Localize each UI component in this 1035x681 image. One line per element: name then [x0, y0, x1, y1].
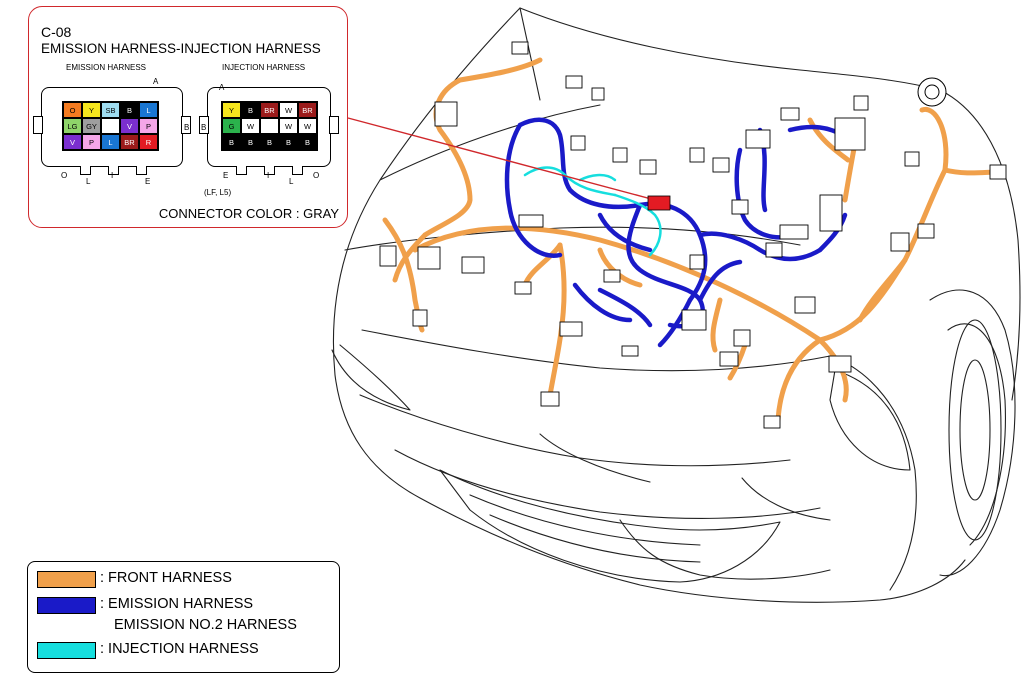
injection-pin: B	[260, 134, 279, 150]
emission-pin: L	[139, 102, 158, 118]
injection-pin: BR	[298, 102, 317, 118]
front-harness-swatch	[37, 571, 96, 588]
emission-mark-i: I	[111, 171, 114, 180]
injection-connector-right-latch	[329, 116, 339, 134]
emission-connector-foot	[80, 166, 91, 175]
emission-mark-a: A	[153, 77, 159, 86]
variant-note: (LF, L5)	[204, 188, 232, 197]
injection-pin: W	[298, 118, 317, 134]
emission-pin: BR	[120, 134, 139, 150]
injection-pin: B	[298, 134, 317, 150]
injection-pin: B	[241, 134, 260, 150]
injection-mark-l: L	[289, 177, 294, 186]
c08-connector-marker	[647, 195, 671, 211]
emission-pin: R	[139, 134, 158, 150]
emission-connector-left-latch	[33, 116, 43, 134]
emission-mark-l: L	[86, 177, 91, 186]
injection-pin: Y	[222, 102, 241, 118]
emission-connector-right-latch	[181, 116, 191, 134]
emission-mark-b: B	[184, 123, 190, 132]
connector-title: EMISSION HARNESS-INJECTION HARNESS	[41, 41, 321, 56]
injection-pin: W	[279, 102, 298, 118]
injection-pin: G	[222, 118, 241, 134]
emission-pin: V	[120, 118, 139, 134]
injection-mark-b: B	[201, 123, 207, 132]
injection-connector-foot	[236, 166, 247, 175]
emission-connector-foot	[136, 166, 147, 175]
injection-pin: B	[222, 134, 241, 150]
callout-leader-line	[347, 117, 656, 201]
emission-pin: GY	[82, 118, 101, 134]
injection-pin: W	[279, 118, 298, 134]
injection-pin: BR	[260, 102, 279, 118]
injection-pin: B	[241, 102, 260, 118]
grommet	[917, 77, 947, 107]
emission-harness-label: EMISSION HARNESS	[66, 63, 147, 72]
injection-connector-foot	[292, 166, 303, 175]
emission-pin: Y	[82, 102, 101, 118]
emission-harness-swatch	[37, 597, 96, 614]
connector-code: C-08	[41, 24, 72, 40]
emission-pin	[101, 118, 120, 134]
emission-pin: P	[139, 118, 158, 134]
emission-mark-o: O	[61, 171, 68, 180]
injection-connector-left-latch	[199, 116, 209, 134]
emission-pin: P	[82, 134, 101, 150]
injection-mark-a: A	[219, 83, 225, 92]
injection-harness-swatch	[37, 642, 96, 659]
emission-harness-legend-label: : EMISSION HARNESS	[100, 596, 254, 612]
front-harness-label: : FRONT HARNESS	[100, 570, 232, 586]
emission-pin: SB	[101, 102, 120, 118]
injection-connector-foot	[264, 166, 275, 175]
injection-pin	[260, 118, 279, 134]
connector-blocks	[379, 41, 1007, 429]
injection-mark-o: O	[313, 171, 320, 180]
injection-harness-wires	[523, 166, 662, 257]
emission-connector-foot	[108, 166, 119, 175]
emission-no2-harness-label: EMISSION NO.2 HARNESS	[114, 617, 297, 633]
harness-legend: : FRONT HARNESS : EMISSION HARNESS EMISS…	[27, 561, 340, 673]
connector-color-note: CONNECTOR COLOR : GRAY	[158, 206, 339, 221]
front-harness-wires	[382, 57, 1001, 423]
emission-mark-e: E	[145, 177, 151, 186]
injection-mark-e: E	[223, 171, 229, 180]
emission-pin: LG	[63, 118, 82, 134]
injection-mark-i: I	[267, 171, 270, 180]
emission-pin: O	[63, 102, 82, 118]
emission-pin: L	[101, 134, 120, 150]
injection-harness-legend-label: : INJECTION HARNESS	[100, 641, 259, 657]
car-outline	[331, 7, 1021, 603]
injection-harness-label: INJECTION HARNESS	[222, 63, 306, 72]
connector-callout: C-08 EMISSION HARNESS-INJECTION HARNESS …	[28, 6, 348, 228]
emission-pin: B	[120, 102, 139, 118]
injection-pin: B	[279, 134, 298, 150]
emission-pin: V	[63, 134, 82, 150]
injection-pin: W	[241, 118, 260, 134]
